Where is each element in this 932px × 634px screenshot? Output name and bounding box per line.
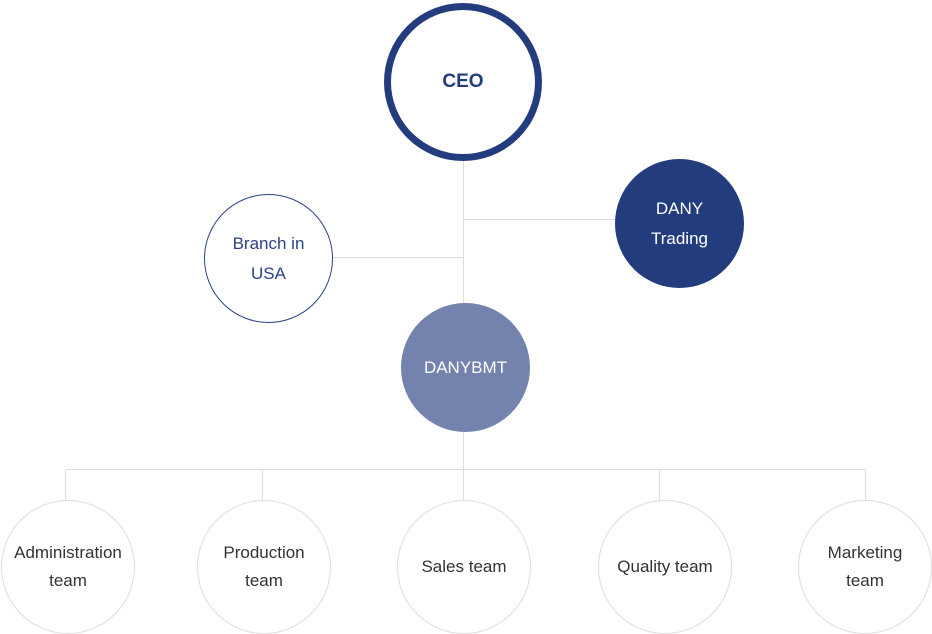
dany-trading-label: DANY Trading (650, 198, 708, 248)
dany-trading-node: DANY Trading (615, 159, 744, 288)
administration-team-node: Administration team (1, 500, 135, 634)
ceo-node: CEO (384, 3, 542, 161)
marketing-team-label: Marketing team (827, 543, 903, 590)
administration-team-label: Administration team (14, 543, 122, 590)
sales-team-label: Sales team (421, 557, 507, 576)
quality-team-node: Quality team (598, 500, 732, 634)
sales-team-node: Sales team (397, 500, 531, 634)
ceo-label: CEO (442, 71, 484, 92)
production-team-node: Production team (197, 500, 331, 634)
marketing-team-node: Marketing team (798, 500, 932, 634)
danybmt-node: DANYBMT (401, 303, 530, 432)
branch-usa-label: Branch in USA (232, 233, 305, 283)
quality-team-label: Quality team (617, 557, 713, 576)
production-team-label: Production team (223, 543, 305, 590)
branch-usa-node: Branch in USA (204, 194, 333, 323)
danybmt-label: DANYBMT (423, 357, 508, 377)
